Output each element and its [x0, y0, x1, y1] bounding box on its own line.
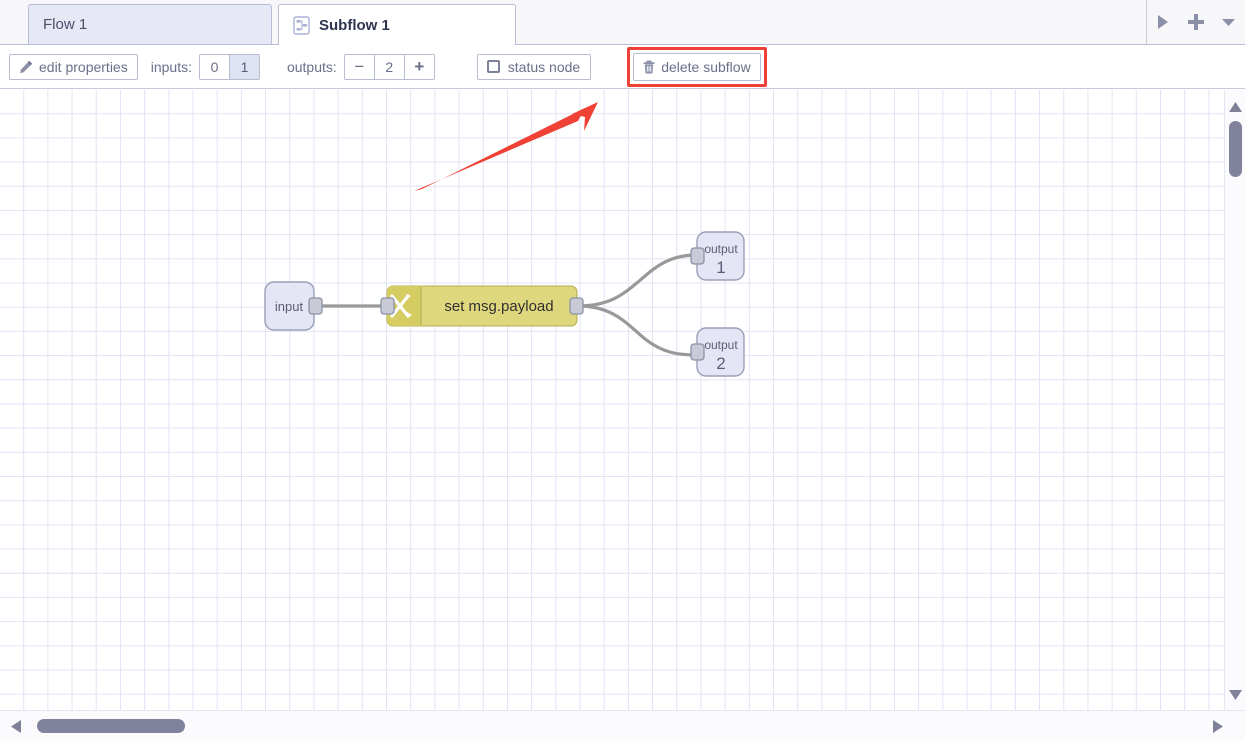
tab-bar: Flow 1 Subflow 1	[0, 0, 1245, 45]
delete-subflow-button[interactable]: delete subflow	[633, 52, 761, 81]
edit-properties-label: edit properties	[39, 58, 128, 75]
horizontal-scrollbar[interactable]	[0, 710, 1245, 741]
inputs-option-0[interactable]: 0	[199, 54, 230, 79]
change-node[interactable]: set msg.payload	[380, 285, 584, 327]
scroll-left-arrow-icon[interactable]	[9, 718, 23, 734]
inputs-label: inputs:	[150, 58, 192, 75]
scroll-right-arrow-icon[interactable]	[1211, 718, 1225, 734]
subflow-output-node-2-index: 2	[716, 354, 725, 373]
inputs-selector[interactable]: 0 1	[198, 53, 260, 80]
status-node-label: status node	[507, 58, 581, 75]
subflow-output-node-2-label: output	[704, 338, 738, 352]
tab-flow-1-label: Flow 1	[43, 16, 88, 33]
output-node-1-port[interactable]	[690, 247, 705, 265]
vertical-scrollbar-thumb[interactable]	[1229, 121, 1242, 177]
status-node-checkbox-icon[interactable]	[486, 60, 500, 73]
subflow-output-node-1-label: output	[704, 242, 738, 256]
scroll-up-arrow-icon[interactable]	[1228, 100, 1243, 114]
horizontal-scrollbar-thumb[interactable]	[37, 719, 185, 733]
shuffle-icon	[390, 294, 412, 318]
vertical-scrollbar[interactable]	[1224, 90, 1245, 710]
subflow-canvas[interactable]: input set msg.payload output 1	[0, 90, 1224, 710]
subflow-output-node-1-index: 1	[716, 258, 725, 277]
tab-subflow-1-label: Subflow 1	[319, 16, 390, 34]
output-node-2-port[interactable]	[690, 343, 705, 361]
play-icon[interactable]	[1152, 11, 1174, 33]
wire-change-to-output-1[interactable]	[577, 253, 698, 308]
outputs-decrement-button[interactable]: −	[344, 54, 375, 79]
canvas-graph: input set msg.payload output 1	[264, 102, 745, 377]
outputs-stepper[interactable]: − 2 +	[343, 53, 435, 80]
subflow-toolbar: edit properties inputs: 0 1 outputs: − 2…	[0, 45, 1245, 89]
subflow-output-node-1[interactable]: output 1	[690, 231, 745, 281]
change-node-input-port[interactable]	[380, 297, 395, 315]
change-node-output-port[interactable]	[569, 297, 584, 315]
scroll-down-arrow-icon[interactable]	[1228, 688, 1243, 702]
wire-change-to-output-2[interactable]	[577, 304, 698, 357]
subflow-output-node-2[interactable]: output 2	[690, 327, 745, 377]
tab-subflow-1[interactable]: Subflow 1	[278, 4, 516, 45]
outputs-label: outputs:	[286, 58, 337, 75]
tab-flow-1[interactable]: Flow 1	[28, 4, 272, 44]
subflow-input-node[interactable]: input	[264, 281, 323, 331]
add-tab-icon[interactable]	[1185, 11, 1207, 33]
delete-subflow-label: delete subflow	[661, 58, 751, 75]
outputs-increment-button[interactable]: +	[404, 54, 434, 79]
change-node-label: set msg.payload	[444, 298, 553, 315]
status-node-toggle[interactable]: status node	[476, 53, 592, 80]
edit-properties-button[interactable]: edit properties	[9, 53, 138, 80]
input-node-port[interactable]	[308, 297, 323, 315]
subflow-icon	[293, 15, 310, 35]
inputs-option-1[interactable]: 1	[229, 54, 259, 79]
subflow-input-node-label: input	[275, 299, 304, 314]
delete-subflow-highlight-wrapper: delete subflow	[627, 46, 767, 87]
tab-strip: Flow 1 Subflow 1	[0, 0, 1146, 45]
trash-icon	[643, 60, 661, 74]
outputs-value: 2	[374, 54, 405, 79]
tab-menu-chevron-icon[interactable]	[1218, 11, 1240, 33]
tab-bar-actions	[1146, 0, 1245, 44]
red-arrow-annotation	[414, 102, 598, 191]
pencil-icon	[19, 60, 39, 74]
